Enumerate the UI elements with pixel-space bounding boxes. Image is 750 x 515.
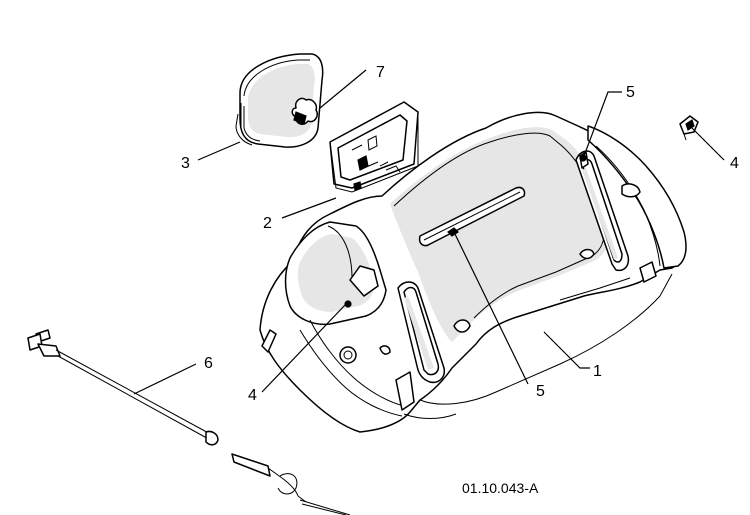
part-air-filter-housing — [235, 53, 324, 148]
leader-line-7 — [319, 69, 367, 109]
callout-4-front: 4 — [248, 387, 257, 404]
callout-4-screw: 4 — [730, 155, 739, 172]
callout-6: 6 — [204, 355, 213, 372]
leader-lines — [133, 69, 725, 395]
leader-line-6 — [133, 363, 197, 395]
leader-line-2 — [281, 197, 337, 219]
part-engine-cover — [259, 111, 687, 433]
leader-line-4a — [261, 303, 347, 393]
reference-code: 01.10.043-A — [462, 480, 539, 496]
callout-labels: 1 2 3 4 4 5 5 6 7 — [181, 64, 739, 404]
knob-icon — [291, 97, 319, 125]
leader-line-4b — [691, 127, 725, 161]
part-filter-frame — [329, 101, 419, 193]
leader-line-5b — [453, 231, 529, 385]
callout-7: 7 — [376, 64, 385, 81]
leader-line-1 — [543, 331, 590, 369]
callout-5-bottom: 5 — [536, 383, 545, 400]
callout-5-top: 5 — [626, 84, 635, 101]
bolt-icon — [339, 346, 357, 364]
part-clip-right — [579, 151, 589, 169]
callout-2: 2 — [263, 215, 272, 232]
callout-1: 1 — [593, 363, 602, 380]
leader-line-5a — [583, 91, 622, 157]
leader-line-3 — [197, 141, 241, 161]
callout-3: 3 — [181, 155, 190, 172]
part-screw — [679, 115, 699, 141]
